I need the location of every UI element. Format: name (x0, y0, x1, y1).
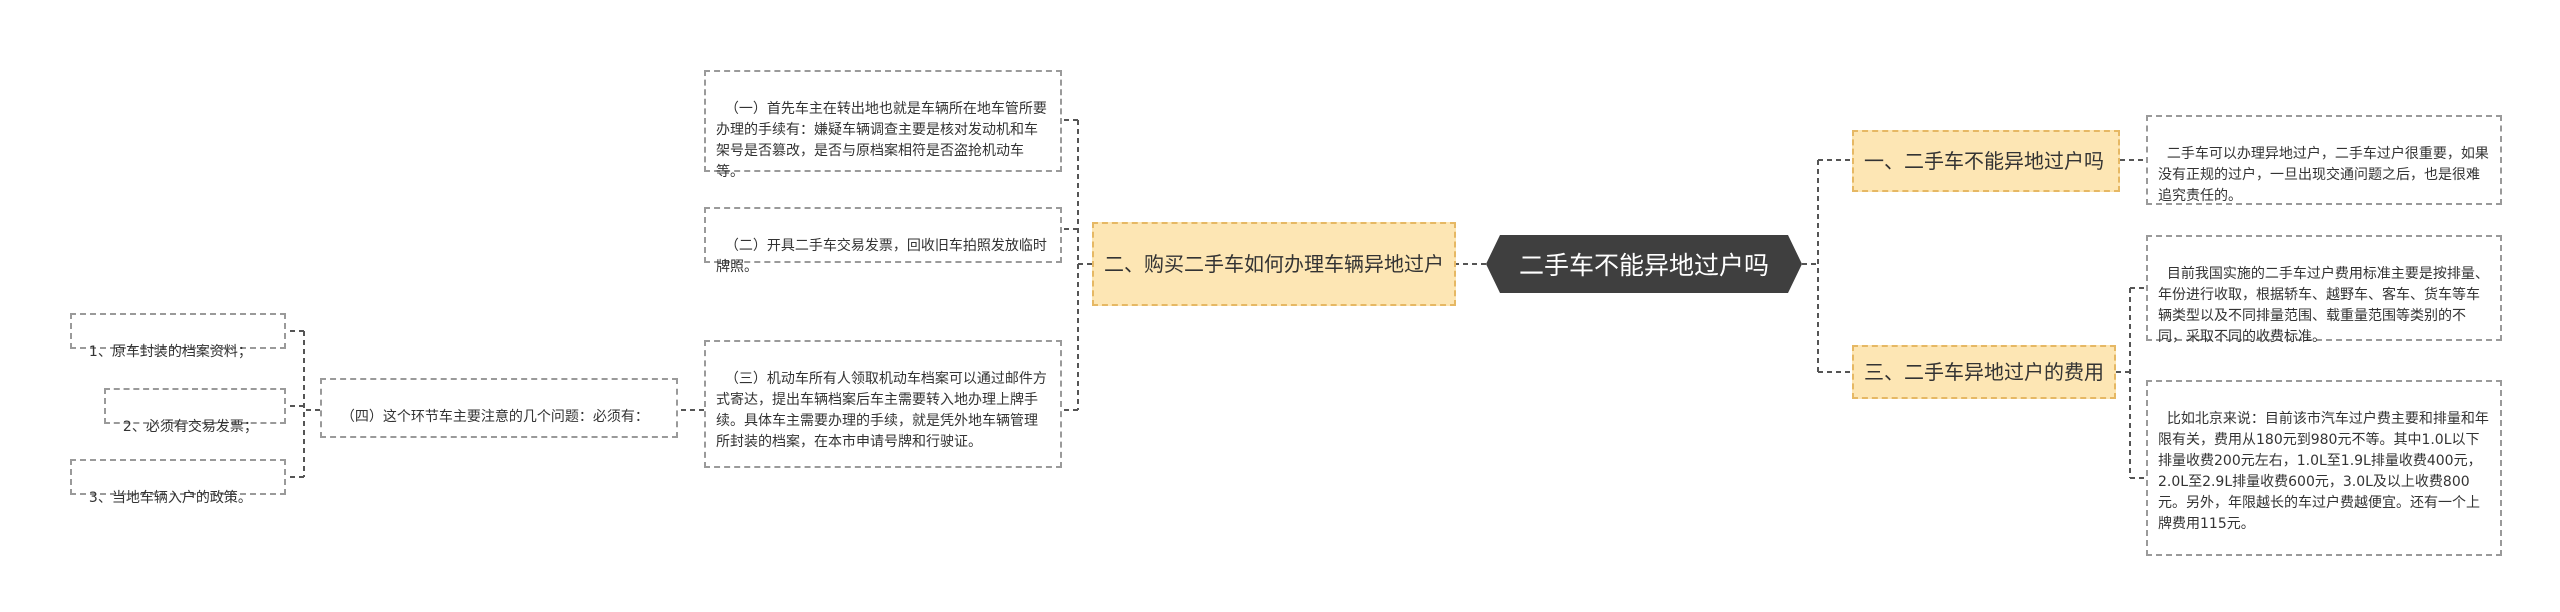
branch-3-detail-1-text: 目前我国实施的二手车过户费用标准主要是按排量、年份进行收取，根据轿车、越野车、客… (2158, 266, 2489, 345)
branch-2-step-3[interactable]: （三）机动车所有人领取机动车档案可以通过邮件方式寄达，提出车辆档案后车主需要转入… (704, 340, 1062, 468)
step-4-item-3[interactable]: 3、当地车辆入户的政策。 (70, 459, 286, 506)
branch-3-detail-2[interactable]: 比如北京来说：目前该市汽车过户费主要和排量和年限有关，费用从180元到980元不… (2146, 380, 2502, 556)
branch-3-node[interactable]: 三、二手车异地过户的费用 (1852, 345, 2116, 399)
branch-2-step-1[interactable]: （一）首先车主在转出地也就是车辆所在地车管所要办理的手续有：嫌疑车辆调查主要是核… (704, 70, 1062, 180)
root-label: 二手车不能异地过户吗 (1518, 251, 1769, 280)
branch-3-detail-1[interactable]: 目前我国实施的二手车过户费用标准主要是按排量、年份进行收取，根据轿车、越野车、客… (2146, 235, 2502, 345)
branch-1-node[interactable]: 一、二手车不能异地过户吗 (1852, 130, 2120, 192)
branch-2-step-3-text: （三）机动车所有人领取机动车档案可以通过邮件方式寄达，提出车辆档案后车主需要转入… (716, 371, 1047, 450)
branch-1-detail[interactable]: 二手车可以办理异地过户，二手车过户很重要，如果没有正规的过户，一旦出现交通问题之… (2146, 115, 2502, 205)
branch-2-step-2[interactable]: （二）开具二手车交易发票，回收旧车拍照发放临时牌照。 (704, 207, 1062, 275)
branch-2-step-1-text: （一）首先车主在转出地也就是车辆所在地车管所要办理的手续有：嫌疑车辆调查主要是核… (716, 101, 1047, 180)
branch-2-step-4-text: （四）这个环节车主要注意的几个问题：必须有： (340, 409, 649, 425)
step-4-item-1-text: 1、原车封装的档案资料； (88, 344, 252, 360)
branch-2-node[interactable]: 二、购买二手车如何办理车辆异地过户 (1092, 222, 1456, 306)
branch-2-label: 二、购买二手车如何办理车辆异地过户 (1104, 251, 1444, 276)
branch-2-step-4[interactable]: （四）这个环节车主要注意的几个问题：必须有： (320, 378, 678, 438)
step-4-item-2-text: 2、必须有交易发票； (122, 419, 258, 435)
root-node[interactable]: 二手车不能异地过户吗 (1486, 235, 1802, 293)
branch-3-label: 三、二手车异地过户的费用 (1864, 359, 2104, 384)
step-4-item-3-text: 3、当地车辆入户的政策。 (88, 490, 252, 506)
step-4-item-1[interactable]: 1、原车封装的档案资料； (70, 313, 286, 360)
step-4-item-2[interactable]: 2、必须有交易发票； (104, 388, 286, 435)
branch-1-detail-text: 二手车可以办理异地过户，二手车过户很重要，如果没有正规的过户，一旦出现交通问题之… (2158, 146, 2489, 204)
branch-1-label: 一、二手车不能异地过户吗 (1864, 148, 2104, 173)
branch-3-detail-2-text: 比如北京来说：目前该市汽车过户费主要和排量和年限有关，费用从180元到980元不… (2158, 411, 2489, 532)
branch-2-step-2-text: （二）开具二手车交易发票，回收旧车拍照发放临时牌照。 (716, 238, 1047, 275)
